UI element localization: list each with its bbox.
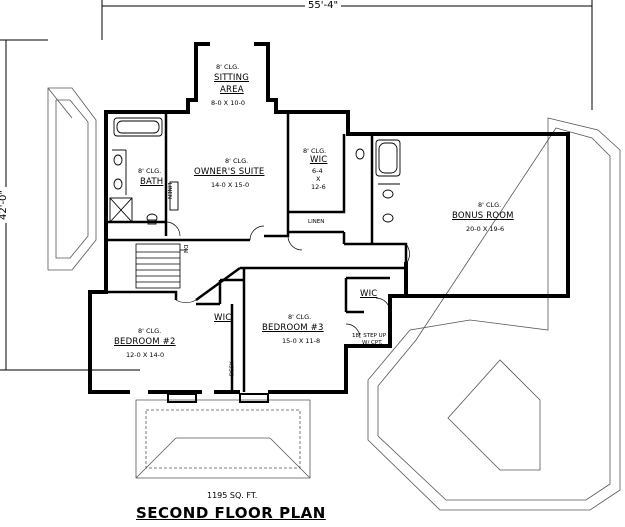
overall-width-label: 55'-4" — [305, 1, 342, 11]
square-footage: 1195 SQ. FT. — [207, 491, 258, 500]
overall-depth-label: 42'-0" — [0, 186, 10, 224]
bedroom2-size: 12-0 X 14-0 — [126, 351, 165, 359]
desk-label: DESK — [229, 361, 236, 377]
bedroom3-size: 15-0 X 11-8 — [282, 337, 321, 345]
bedroom2-wic-name: WIC — [214, 313, 232, 323]
linen-closet-label: LINEN — [308, 219, 325, 225]
sitting-ceiling: 8' CLG. — [216, 63, 240, 71]
owner-wic-size-b: 12-6 — [311, 183, 326, 191]
door-swings — [165, 221, 410, 339]
bath-fixtures — [109, 117, 401, 225]
stairs — [135, 243, 186, 289]
bonus-name: BONUS ROOM — [452, 211, 514, 221]
bath-name: BATH — [140, 177, 164, 187]
bath-linen-label: LINEN — [165, 182, 172, 199]
roof-outlines — [47, 87, 621, 511]
sitting-name-line2: AREA — [220, 85, 244, 95]
dimension-lines — [0, 0, 593, 371]
owners-ceiling: 8' CLG. — [225, 157, 249, 165]
bedroom2-ceiling: 8' CLG. — [138, 327, 162, 335]
sitting-name-line1: SITTING — [214, 73, 249, 83]
step-up-note-line2: W/ CPT. — [362, 340, 383, 346]
step-up-note-line1: 18" STEP UP — [352, 333, 387, 339]
owner-wic-size-x: X — [316, 175, 321, 183]
plan-title: SECOND FLOOR PLAN — [136, 504, 326, 522]
owner-wic-name: WIC — [310, 155, 328, 165]
bedroom2-name: BEDROOM #2 — [114, 337, 176, 347]
bedroom3-wic-name: WIC — [360, 289, 378, 299]
owner-wic-size-a: 6-4 — [312, 167, 323, 175]
bonus-ceiling: 8' CLG. — [478, 201, 502, 209]
sitting-size: 8-0 X 10-0 — [211, 99, 245, 107]
front-bays — [167, 393, 269, 403]
bedroom3-name: BEDROOM #3 — [262, 323, 324, 333]
owners-size: 14-0 X 15-0 — [211, 181, 250, 189]
owners-name: OWNER'S SUITE — [194, 167, 265, 177]
bonus-size: 20-0 X 19-6 — [466, 225, 505, 233]
bath-ceiling: 8' CLG. — [138, 167, 162, 175]
bedroom3-ceiling: 8' CLG. — [288, 313, 312, 321]
stairs-down-label: DN — [181, 244, 188, 253]
owner-wic-ceiling: 8' CLG. — [303, 147, 327, 155]
